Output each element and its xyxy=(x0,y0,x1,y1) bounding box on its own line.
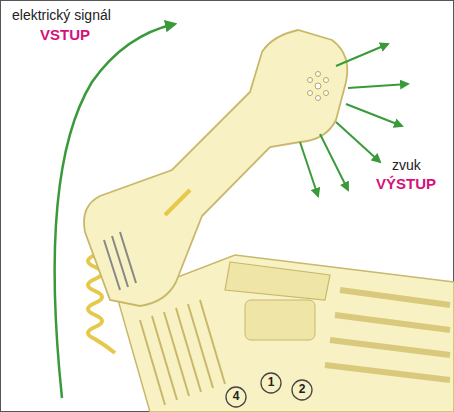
output-label: VÝSTUP xyxy=(376,176,436,193)
signal-label: elektrický signál xyxy=(12,8,111,23)
key-number: 1 xyxy=(268,376,275,389)
key-number: 2 xyxy=(299,383,306,396)
input-label: VSTUP xyxy=(40,27,90,44)
key-number: 4 xyxy=(233,390,240,403)
sound-label: zvuk xyxy=(392,158,421,173)
